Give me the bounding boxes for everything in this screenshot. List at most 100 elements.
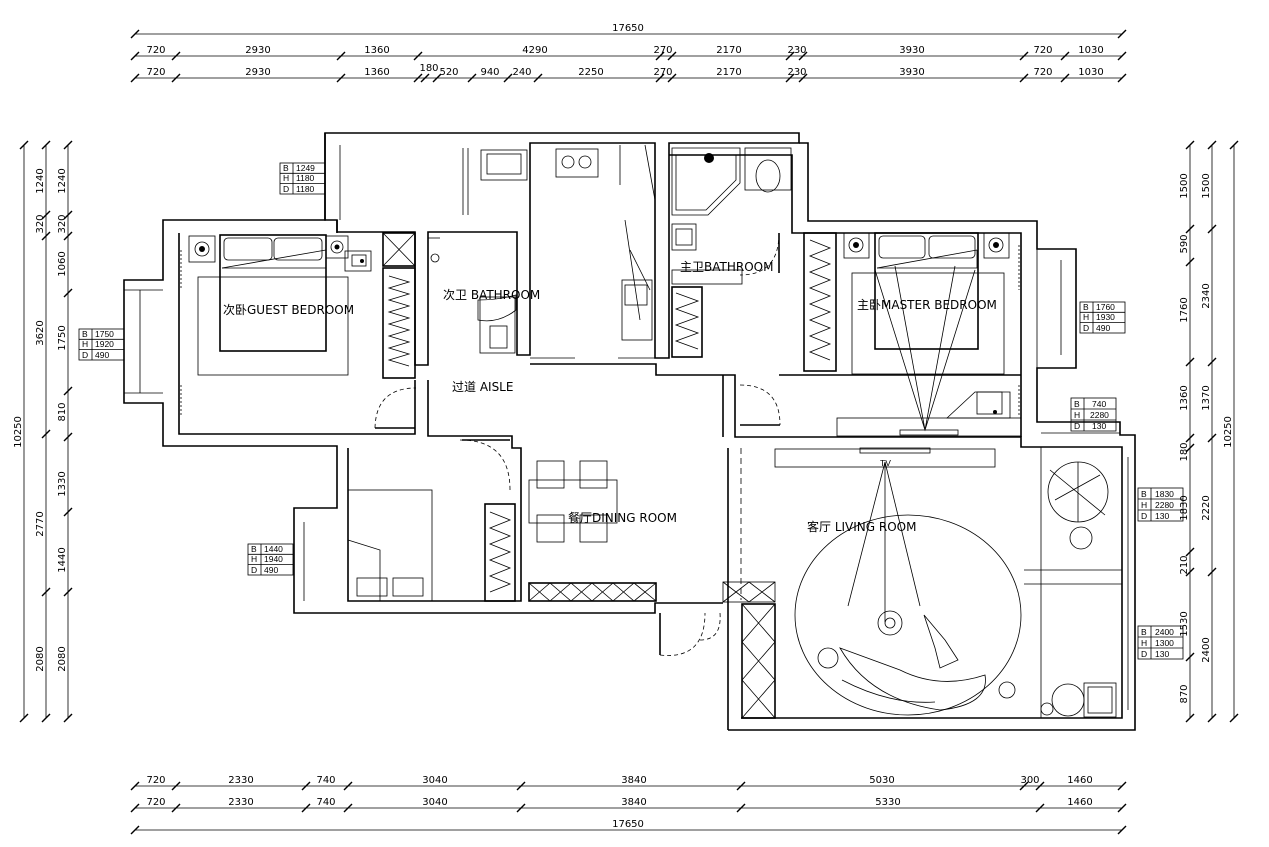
dim-label: 1460	[1067, 775, 1092, 786]
guest-bed	[197, 234, 349, 376]
tv-wall: TV	[774, 447, 996, 622]
walls	[123, 132, 1136, 731]
dim-tick	[301, 781, 311, 791]
spec-key: H	[1083, 312, 1089, 322]
dim-tick	[336, 51, 346, 61]
entry-cabinet	[722, 581, 776, 719]
dim-tick	[1035, 781, 1045, 791]
window-spec-study: B H D 1440 1940 490	[247, 543, 294, 576]
bottom-dimensions: 720 2330 740 3040 3840 5030 300 1460 720…	[130, 775, 1127, 835]
spec-value: 1300	[1155, 638, 1174, 648]
dim-label: 3620	[35, 320, 46, 345]
spec-value: 1180	[296, 184, 315, 194]
spec-key: D	[1141, 511, 1147, 521]
dim-tick	[667, 73, 677, 83]
dim-label: 720	[1033, 67, 1052, 78]
dim-label: 1360	[364, 67, 389, 78]
dim-tick	[63, 288, 73, 298]
dim-label: 1240	[35, 168, 46, 193]
dim-tick	[41, 429, 51, 439]
dim-tick	[785, 73, 795, 83]
dim-tick	[171, 51, 181, 61]
spec-key: D	[1141, 649, 1147, 659]
dim-tick	[503, 73, 513, 83]
dim-tick	[19, 140, 29, 150]
dim-tick	[1117, 781, 1127, 791]
dim-tick	[1117, 803, 1127, 813]
dim-label: 810	[57, 402, 68, 421]
label-master-bedroom: 主卧MASTER BEDROOM	[857, 298, 997, 312]
dim-label: 180	[419, 63, 438, 74]
dim-label: 270	[653, 67, 672, 78]
curtain-marks	[180, 245, 1020, 417]
dim-label: 1330	[57, 471, 68, 496]
dim-label: 2930	[245, 67, 270, 78]
spec-value: 1930	[1096, 312, 1115, 322]
dim-label: 720	[146, 45, 165, 56]
dim-tick	[130, 73, 140, 83]
spec-key: D	[1074, 421, 1080, 431]
dim-label: 230	[787, 45, 806, 56]
nightstand-lamp-icon	[188, 235, 216, 263]
dim-tick	[413, 73, 423, 83]
spec-key: B	[251, 544, 257, 554]
dim-tick	[1117, 51, 1127, 61]
dim-tick	[171, 781, 181, 791]
dim-label: 4290	[522, 45, 547, 56]
dim-label: 1830	[1179, 495, 1190, 520]
sideboard-cabinet	[528, 582, 657, 602]
dim-tick	[63, 231, 73, 241]
dim-tick	[1207, 357, 1217, 367]
dim-label: 2930	[245, 45, 270, 56]
dim-label: 3930	[899, 67, 924, 78]
dim-tick	[1185, 357, 1195, 367]
dim-label: 740	[316, 775, 335, 786]
dim-label: 1370	[1201, 385, 1212, 410]
window-spec-guest-side: B H D 1750 1920 490	[78, 328, 125, 361]
window-spec-master: B H D 1760 1930 490	[1079, 301, 1126, 334]
dim-tick	[63, 587, 73, 597]
dim-tick	[41, 713, 51, 723]
bottom-total-dim: 17650	[612, 819, 644, 830]
dim-label: 3040	[422, 775, 447, 786]
dim-label: 320	[35, 214, 46, 233]
dim-tick	[1019, 51, 1029, 61]
dim-label: 5030	[869, 775, 894, 786]
study-bed	[347, 489, 433, 602]
dim-label: 740	[316, 797, 335, 808]
dim-label: 2250	[578, 67, 603, 78]
dim-tick	[1185, 433, 1195, 443]
spec-value: 1940	[264, 554, 283, 564]
dim-tick	[516, 803, 526, 813]
dim-tick	[798, 73, 808, 83]
left-dimensions: 10250 1240 320 3620 2770 2080 1240 320 1…	[13, 140, 73, 723]
dim-tick	[19, 713, 29, 723]
dim-label: 5330	[875, 797, 900, 808]
dim-label: 940	[480, 67, 499, 78]
dim-tick	[63, 507, 73, 517]
top-dimensions: 17650 720 2930 1360 4290 270 2170 230 39…	[130, 23, 1127, 83]
dim-tick	[736, 781, 746, 791]
dim-tick	[63, 432, 73, 442]
spec-key: D	[1083, 323, 1089, 333]
spec-key: B	[283, 163, 289, 173]
dim-tick	[41, 210, 51, 220]
dim-tick	[1185, 713, 1195, 723]
spec-value: 130	[1155, 511, 1169, 521]
dim-label: 3040	[422, 797, 447, 808]
dim-tick	[1207, 433, 1217, 443]
dim-tick	[1060, 51, 1070, 61]
spec-key: H	[1141, 638, 1147, 648]
window-spec-balcony-lower: B H D 2400 1300 130	[1137, 625, 1184, 660]
spec-value: 490	[264, 565, 278, 575]
balcony-chair	[1047, 461, 1109, 550]
dim-tick	[1185, 652, 1195, 662]
dim-label: 870	[1179, 684, 1190, 703]
spec-value: 1440	[264, 544, 283, 554]
dim-tick	[1229, 140, 1239, 150]
spec-key: H	[251, 554, 257, 564]
dim-label: 2170	[716, 67, 741, 78]
spec-key: B	[1141, 627, 1147, 637]
dim-label: 1530	[1179, 611, 1190, 636]
spec-key: B	[82, 329, 88, 339]
